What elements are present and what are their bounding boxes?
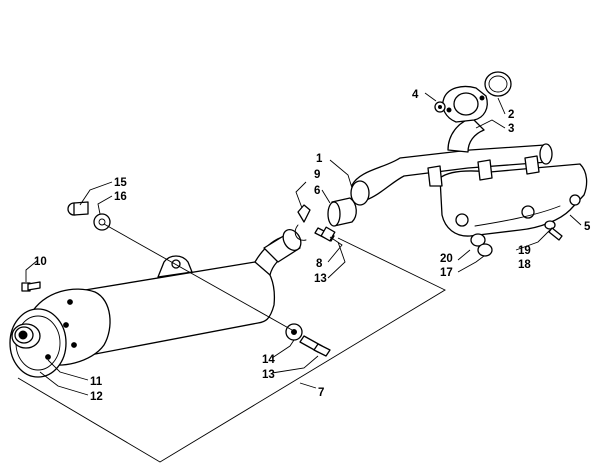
muffler	[9, 235, 291, 378]
sleeve	[327, 197, 357, 227]
callout-1: 1	[316, 153, 323, 165]
callout-8: 8	[316, 258, 323, 270]
bolt-upper	[314, 226, 336, 242]
heat-shield	[427, 155, 588, 237]
washer-and-bolt	[285, 323, 331, 357]
grommet	[470, 233, 493, 257]
callout-3: 3	[508, 123, 514, 135]
callout-6: 6	[314, 185, 320, 197]
leader-lines	[25, 92, 582, 396]
callout-13-lower: 13	[262, 369, 275, 381]
callout-20: 20	[440, 253, 453, 265]
callout-18: 18	[518, 259, 531, 271]
callout-5: 5	[584, 221, 591, 233]
callout-15: 15	[114, 177, 127, 189]
flange-nut	[434, 101, 446, 113]
callout-11: 11	[90, 376, 103, 388]
callout-17: 17	[440, 267, 453, 279]
callout-9: 9	[314, 169, 320, 181]
mount-axis-line	[103, 223, 293, 331]
muffler-bolt	[21, 281, 41, 292]
assembly-outline-7	[17, 237, 446, 463]
header-pipe	[350, 117, 553, 206]
rubber-mount	[67, 201, 111, 231]
callouts: 1 2 3 4 5 6 7 8 9 10 11 12 13 13 14 15 1…	[34, 89, 591, 403]
callout-14: 14	[262, 354, 275, 366]
exhaust-gasket	[484, 71, 512, 97]
callout-12: 12	[90, 391, 103, 403]
exhaust-flange	[442, 85, 488, 123]
callout-2: 2	[508, 109, 514, 121]
callout-10: 10	[34, 256, 47, 268]
shield-bolt	[544, 220, 563, 241]
callout-4: 4	[412, 89, 419, 101]
callout-16: 16	[114, 191, 127, 203]
callout-7: 7	[318, 387, 324, 399]
callout-13-upper: 13	[314, 273, 327, 285]
callout-19: 19	[518, 245, 531, 257]
inlet-pipe	[263, 229, 302, 263]
